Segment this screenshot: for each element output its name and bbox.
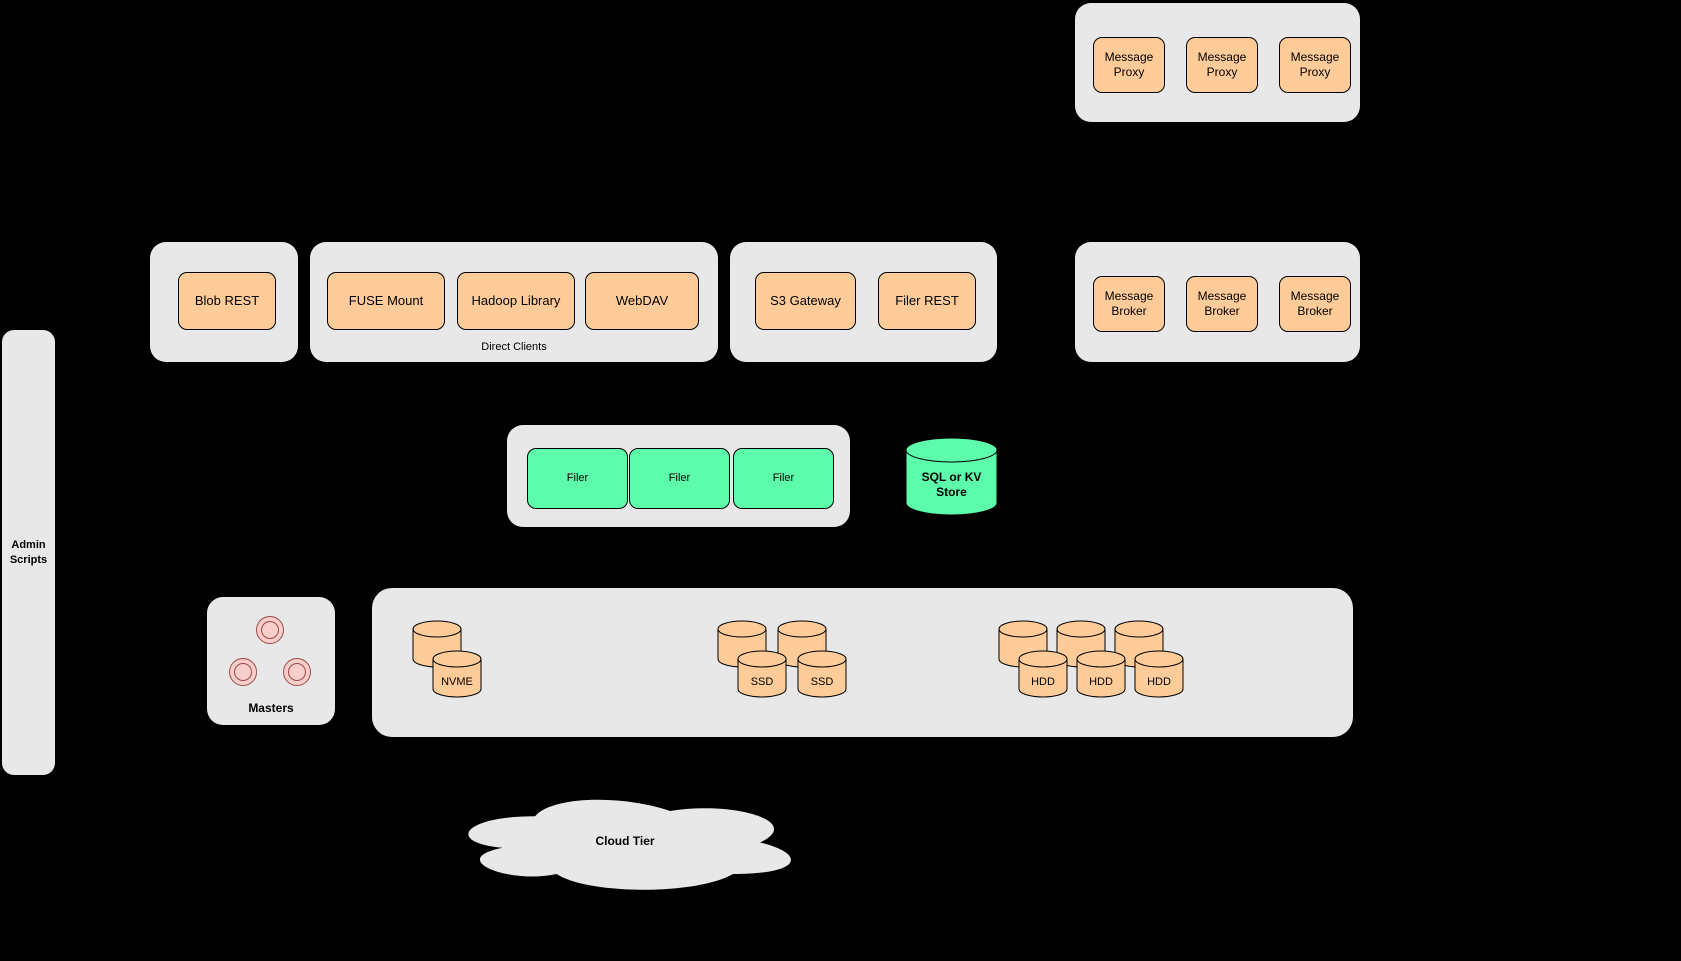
master-node-ring bbox=[234, 663, 252, 681]
cloud-tier-label: Cloud Tier bbox=[595, 834, 655, 848]
ssd-cylinder: SSD bbox=[797, 650, 847, 698]
message-proxy-node: Message Proxy bbox=[1279, 37, 1351, 93]
ssd-label: SSD bbox=[750, 676, 774, 688]
filer-node: Filer bbox=[527, 448, 628, 509]
hdd-label: HDD bbox=[1031, 676, 1055, 688]
master-node-ring bbox=[288, 663, 306, 681]
master-node bbox=[256, 616, 284, 644]
ssd-cylinder: SSD bbox=[737, 650, 787, 698]
cloud-shape bbox=[468, 799, 791, 890]
masters-label: Masters bbox=[248, 701, 294, 715]
direct-clients-group: FUSE Mount Hadoop Library WebDAV Direct … bbox=[310, 242, 718, 362]
masters-group: Masters bbox=[207, 597, 335, 725]
filer-group: Filer Filer Filer bbox=[507, 425, 850, 527]
volume-servers-group: NVME SSD SSD HDD bbox=[372, 588, 1353, 737]
sql-kv-store-cylinder: SQL or KV Store bbox=[905, 437, 998, 516]
message-proxy-node: Message Proxy bbox=[1093, 37, 1165, 93]
webdav-node: WebDAV bbox=[585, 272, 699, 330]
admin-scripts-panel: Admin Scripts bbox=[2, 330, 55, 775]
master-node-ring bbox=[261, 621, 279, 639]
message-broker-node: Message Broker bbox=[1093, 276, 1165, 332]
master-node bbox=[283, 658, 311, 686]
message-proxy-node: Message Proxy bbox=[1186, 37, 1258, 93]
hdd-label: HDD bbox=[1089, 676, 1113, 688]
hdd-cylinder: HDD bbox=[1076, 650, 1126, 698]
blob-rest-group: Blob REST bbox=[150, 242, 298, 362]
message-proxy-group: Message Proxy Message Proxy Message Prox… bbox=[1075, 3, 1360, 122]
message-broker-node: Message Broker bbox=[1186, 276, 1258, 332]
filer-rest-node: Filer REST bbox=[878, 272, 976, 330]
blob-rest-node: Blob REST bbox=[178, 272, 276, 330]
hdd-cylinder: HDD bbox=[1134, 650, 1184, 698]
hadoop-library-node: Hadoop Library bbox=[457, 272, 575, 330]
sql-kv-store-label: SQL or KV Store bbox=[921, 470, 982, 499]
fuse-mount-node: FUSE Mount bbox=[327, 272, 445, 330]
hdd-label: HDD bbox=[1147, 676, 1171, 688]
message-broker-group: Message Broker Message Broker Message Br… bbox=[1075, 242, 1360, 362]
cloud-tier: Cloud Tier bbox=[445, 790, 805, 895]
filer-node: Filer bbox=[629, 448, 730, 509]
s3-gateway-node: S3 Gateway bbox=[755, 272, 856, 330]
filer-node: Filer bbox=[733, 448, 834, 509]
nvme-cylinder: NVME bbox=[432, 650, 482, 698]
ssd-label: SSD bbox=[810, 676, 834, 688]
nvme-label: NVME bbox=[441, 676, 473, 688]
gateways-group: S3 Gateway Filer REST bbox=[730, 242, 997, 362]
hdd-cylinder: HDD bbox=[1018, 650, 1068, 698]
admin-scripts-label: Admin Scripts bbox=[9, 538, 48, 566]
message-broker-node: Message Broker bbox=[1279, 276, 1351, 332]
direct-clients-caption: Direct Clients bbox=[481, 341, 547, 353]
master-node bbox=[229, 658, 257, 686]
